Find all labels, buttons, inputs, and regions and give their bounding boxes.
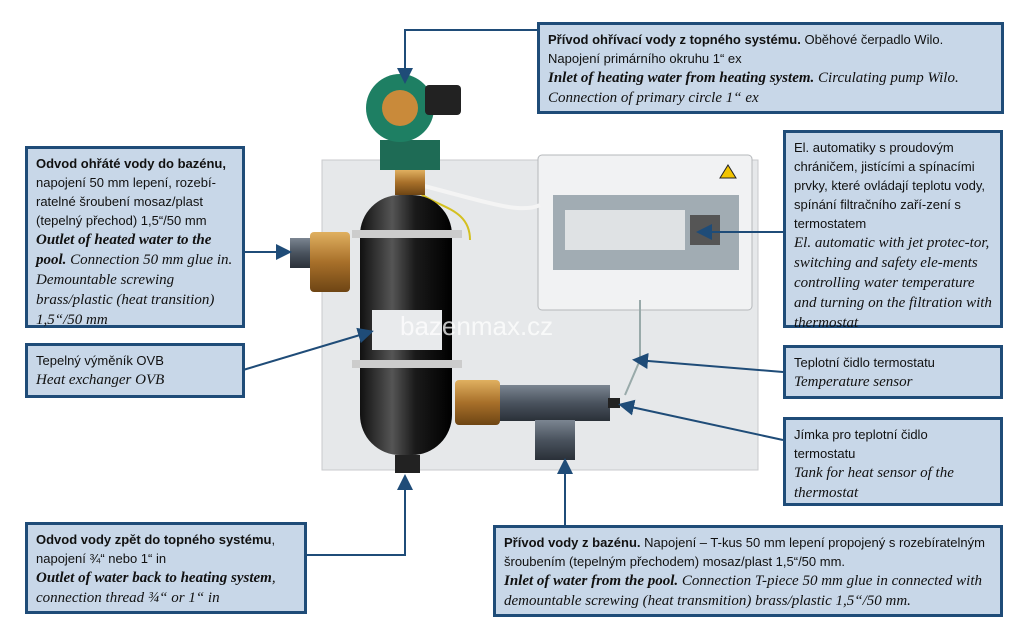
callout-title-en: Inlet of heating water from heating syst… bbox=[548, 70, 815, 86]
callout-text-en: Tank for heat sensor of the thermostat bbox=[794, 465, 954, 501]
pool-inlet-t-piece bbox=[455, 380, 620, 460]
callout-title: Přívod vody z bazénu. bbox=[504, 535, 641, 550]
callout-electrics: El. automatiky s proudovým chráničem, ji… bbox=[783, 130, 1003, 331]
callout-text-en: Temperature sensor bbox=[794, 374, 913, 390]
leader-lines bbox=[242, 29, 784, 556]
callout-text-en: Connection 50 mm glue in. Demountable sc… bbox=[36, 252, 233, 328]
callout-text: napojení 50 mm lepení, rozebí-ratelné šr… bbox=[36, 175, 216, 228]
callout-title-en: Outlet of heated water to the pool. bbox=[36, 232, 212, 268]
callout-sensor-tank: Jímka pro teplotní čidlo termostatu Tank… bbox=[783, 417, 1003, 506]
callout-title: Přívod ohřívací vody z topného systému. bbox=[548, 32, 801, 47]
callout-text: , napojení ¾“ nebo 1“ in bbox=[36, 532, 276, 566]
callout-text-en: Circulating pump Wilo. Connection of pri… bbox=[548, 70, 959, 106]
callout-title: Odvod vody zpět do topného systému bbox=[36, 532, 272, 547]
callout-pool-outlet: Odvod ohřáté vody do bazénu, napojení 50… bbox=[25, 146, 245, 328]
callout-text: El. automatiky s proudovým chráničem, ji… bbox=[794, 140, 986, 231]
pump bbox=[366, 74, 461, 170]
callout-title-en: Outlet of water back to heating system bbox=[36, 570, 272, 586]
callout-sensor: Teplotní čidlo termostatu Temperature se… bbox=[783, 345, 1003, 399]
callout-text-en: El. automatic with jet protec-tor, switc… bbox=[794, 235, 992, 331]
callout-text: Teplotní čidlo termostatu bbox=[794, 355, 935, 370]
callout-text: Napojení – T-kus 50 mm lepení propojený … bbox=[504, 535, 985, 569]
callout-text-en: Connection T-piece 50 mm glue in connect… bbox=[504, 573, 982, 609]
callout-text: Tepelný výměník OVB bbox=[36, 353, 164, 368]
callout-title-en: Inlet of water from the pool. bbox=[504, 573, 679, 589]
callout-title: Odvod ohřáté vody do bazénu, bbox=[36, 156, 226, 171]
callout-pool-inlet: Přívod vody z bazénu. Napojení – T-kus 5… bbox=[493, 525, 1003, 617]
callout-text-en: Heat exchanger OVB bbox=[36, 372, 165, 388]
callout-text: Oběhové čerpadlo Wilo. Napojení primární… bbox=[548, 32, 944, 66]
callout-pump-inlet: Přívod ohřívací vody z topného systému. … bbox=[537, 22, 1004, 114]
callout-exchanger: Tepelný výměník OVB Heat exchanger OVB bbox=[25, 343, 245, 398]
watermark: bazenmax.cz bbox=[400, 311, 553, 341]
callout-return-outlet: Odvod vody zpět do topného systému, napo… bbox=[25, 522, 307, 614]
outlet-fitting bbox=[290, 232, 350, 292]
callout-text-en: , connection thread ¾“ or 1“ in bbox=[36, 570, 276, 606]
heat-exchanger-cylinder bbox=[352, 170, 462, 473]
callout-text: Jímka pro teplotní čidlo termostatu bbox=[794, 427, 928, 461]
